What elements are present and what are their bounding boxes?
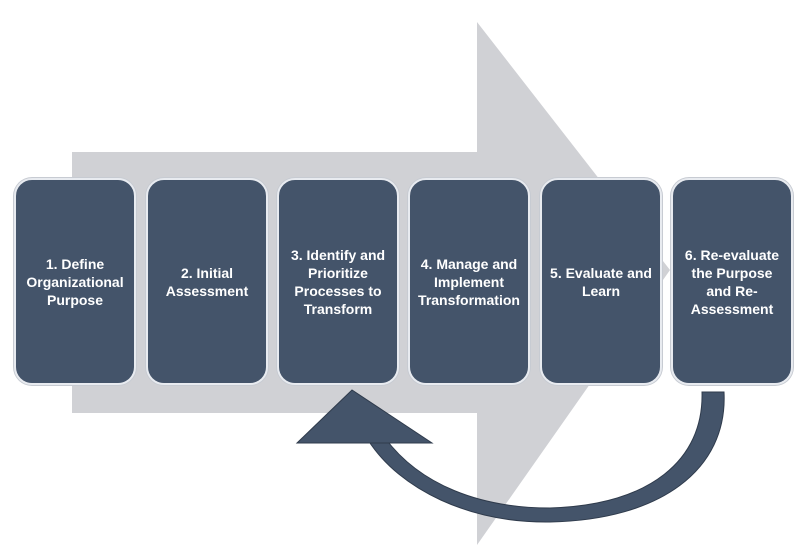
step-2-label: 2. Initial Assessment — [165, 264, 249, 299]
step-1-label: 1. Define Organizational Purpose — [26, 255, 124, 308]
step-2-box: 2. Initial Assessment — [146, 178, 268, 385]
step-6-box: 6. Re-evaluate the Purpose and Re-Assess… — [671, 178, 793, 385]
step-4-label: 4. Manage and Implement Transformation — [418, 255, 520, 308]
step-6-label: 6. Re-evaluate the Purpose and Re-Assess… — [684, 246, 780, 317]
return-arrowhead-icon — [295, 389, 434, 444]
step-3-label: 3. Identify and Prioritize Processes to … — [290, 246, 386, 317]
step-3-box: 3. Identify and Prioritize Processes to … — [277, 178, 399, 385]
step-5-box: 5. Evaluate and Learn — [540, 178, 662, 385]
step-1-box: 1. Define Organizational Purpose — [14, 178, 136, 385]
step-4-box: 4. Manage and Implement Transformation — [408, 178, 530, 385]
step-5-label: 5. Evaluate and Learn — [550, 264, 652, 299]
